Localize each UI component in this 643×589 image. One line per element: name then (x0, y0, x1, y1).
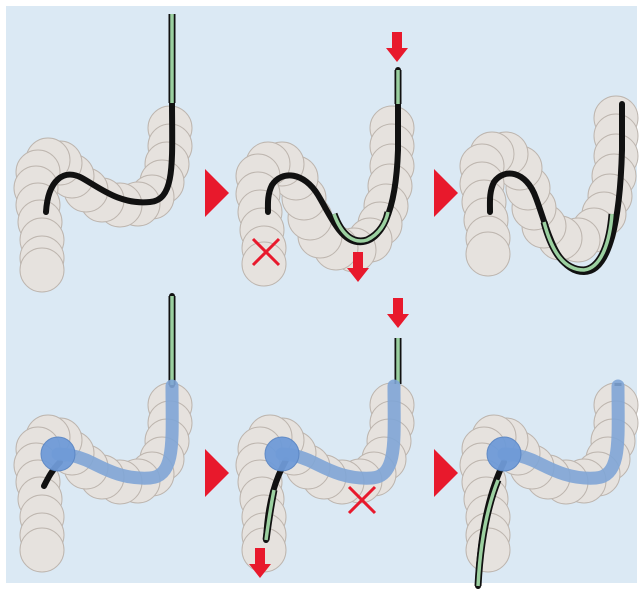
bowel-ring (466, 232, 510, 276)
balloon (265, 437, 299, 471)
balloon (487, 437, 521, 471)
bowel-ring (20, 528, 64, 572)
bowel-ring (466, 528, 510, 572)
bowel-ring (20, 248, 64, 292)
balloon (41, 437, 75, 471)
